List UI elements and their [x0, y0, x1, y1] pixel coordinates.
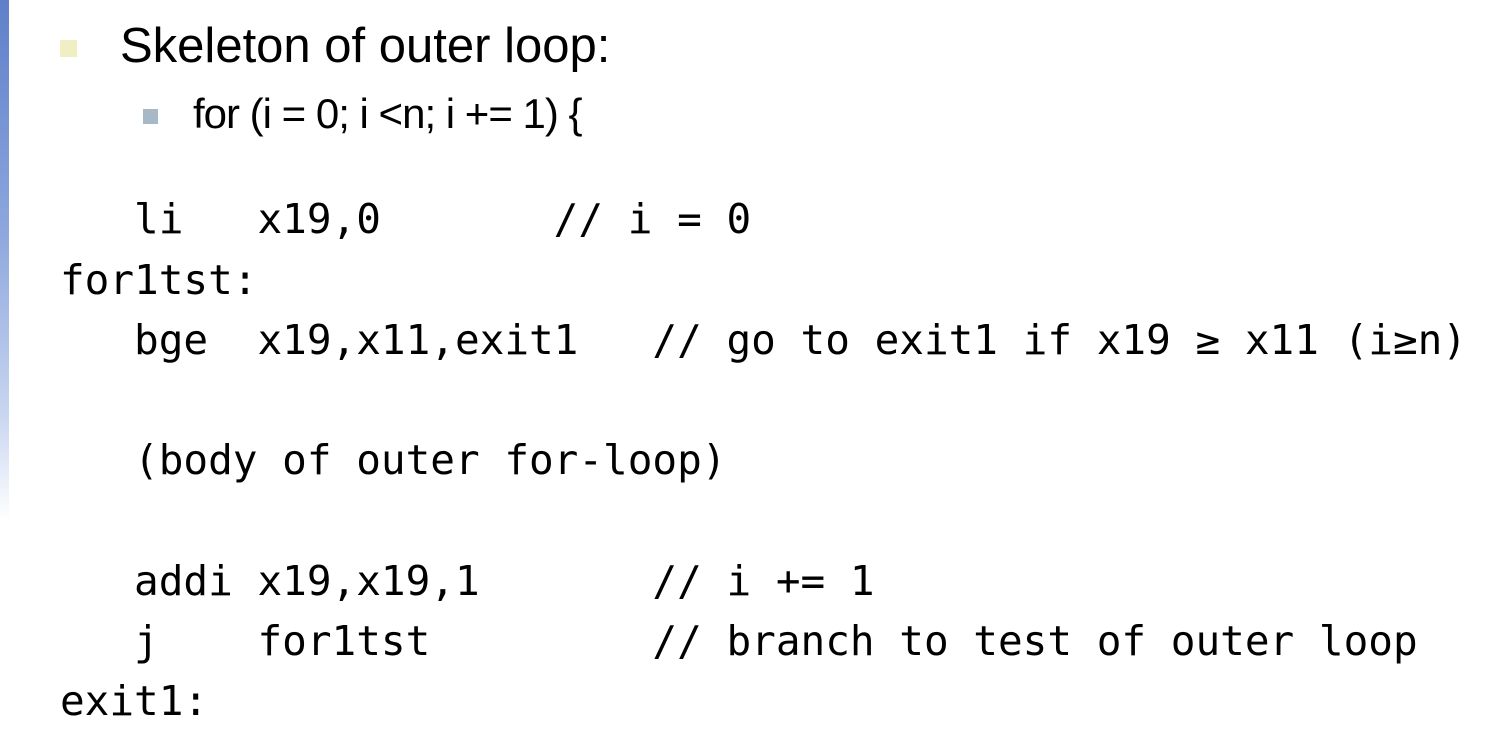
code-line-addi: addi x19,x19,1 // i += 1: [60, 557, 875, 605]
code-line-body: (body of outer for-loop): [60, 436, 727, 484]
code-line-for1tst-label: for1tst:: [60, 256, 258, 304]
code-line-li: li x19,0 // i = 0: [60, 195, 752, 243]
code-line-exit1-label: exit1:: [60, 677, 209, 725]
level1-bullet-text: Skeleton of outer loop:: [120, 19, 611, 73]
level1-bullet-icon: [60, 40, 77, 57]
slide-edge-bar: [0, 0, 9, 520]
code-line-bge: bge x19,x11,exit1 // go to exit1 if x19 …: [60, 316, 1467, 364]
level2-bullet-text: for (i = 0; i <n; i += 1) {: [193, 90, 583, 137]
level2-bullet-icon: [143, 109, 158, 124]
code-line-jump: j for1tst // branch to test of outer loo…: [60, 617, 1418, 665]
